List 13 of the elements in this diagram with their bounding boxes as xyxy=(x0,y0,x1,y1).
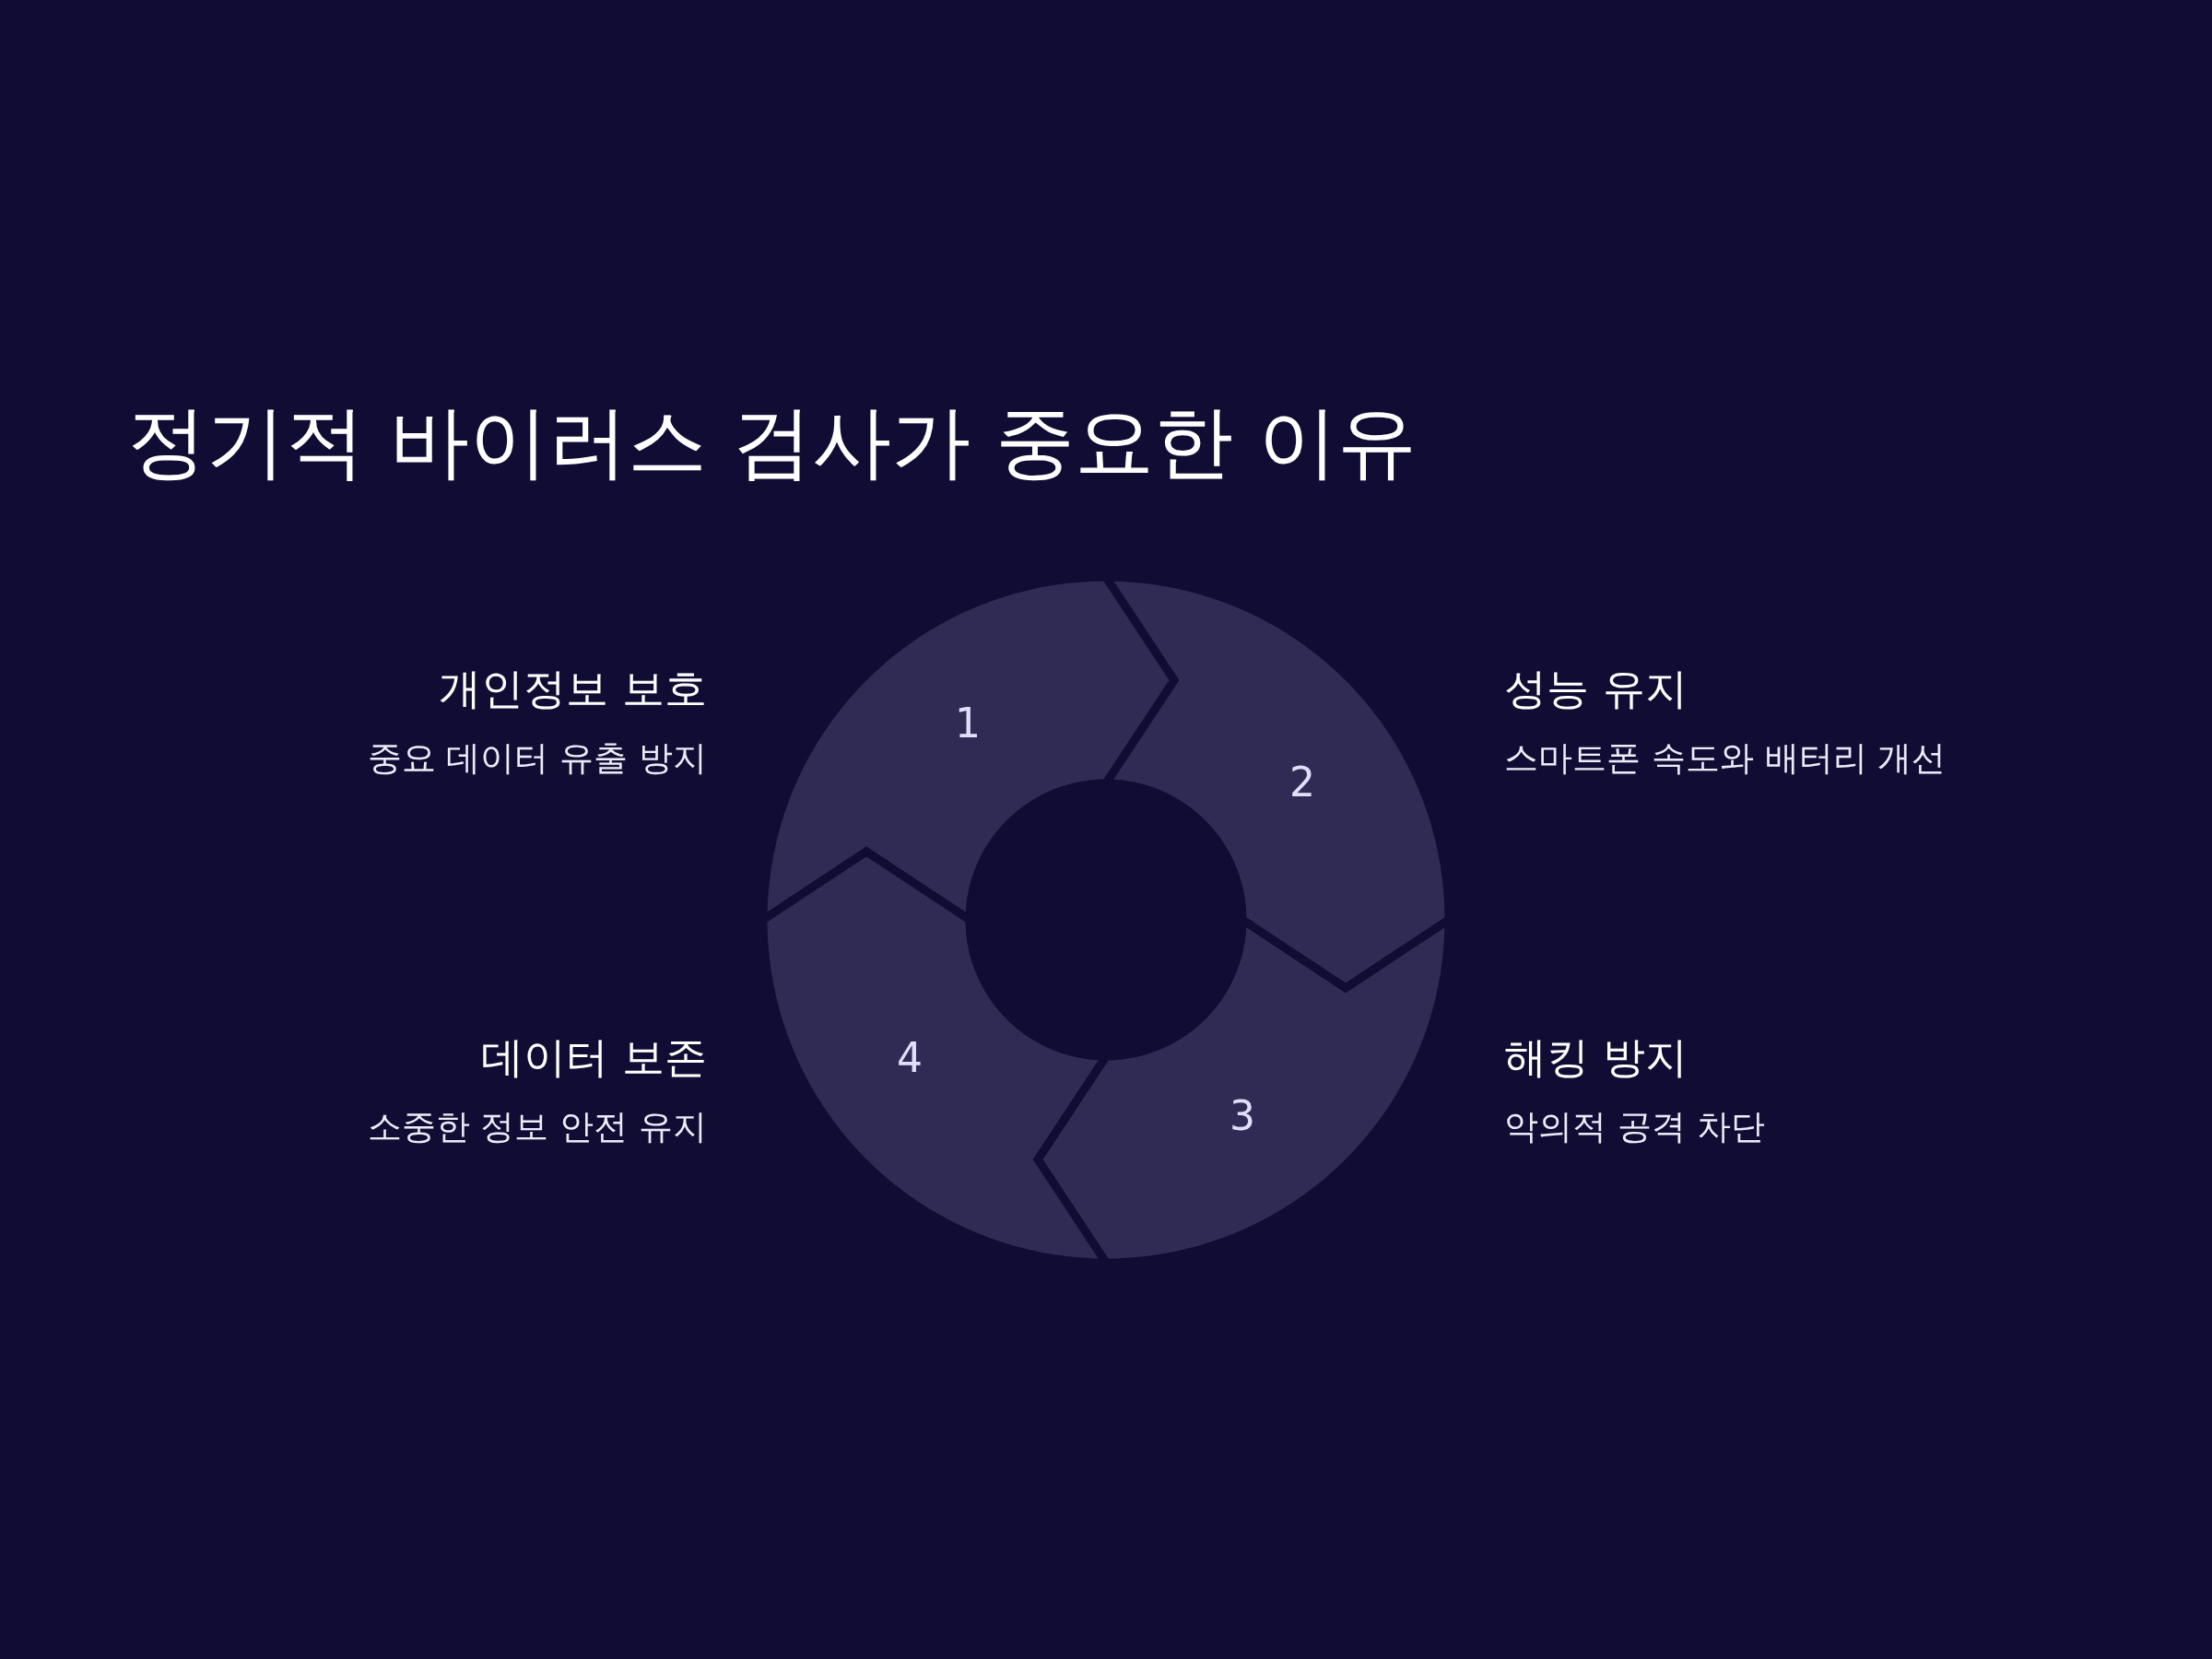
item-heading: 개인정보 보호 xyxy=(438,664,707,715)
item-heading: 성능 유지 xyxy=(1504,664,1688,715)
step-number: 2 xyxy=(1289,762,1315,803)
item-description: 중요 데이터 유출 방지 xyxy=(366,738,707,780)
step-number: 4 xyxy=(897,1038,923,1078)
item-heading: 해킹 방지 xyxy=(1504,1032,1688,1084)
step-number: 1 xyxy=(955,703,981,744)
item-description: 악의적 공격 차단 xyxy=(1504,1107,1766,1148)
item-heading: 데이터 보존 xyxy=(480,1032,707,1084)
item-description: 스마트폰 속도와 배터리 개선 xyxy=(1504,738,1947,780)
item-description: 소중한 정보 안전 유지 xyxy=(366,1107,707,1148)
title: 정기적 바이러스 검사가 중요한 이유 xyxy=(127,394,1418,489)
step-number: 3 xyxy=(1230,1096,1255,1136)
